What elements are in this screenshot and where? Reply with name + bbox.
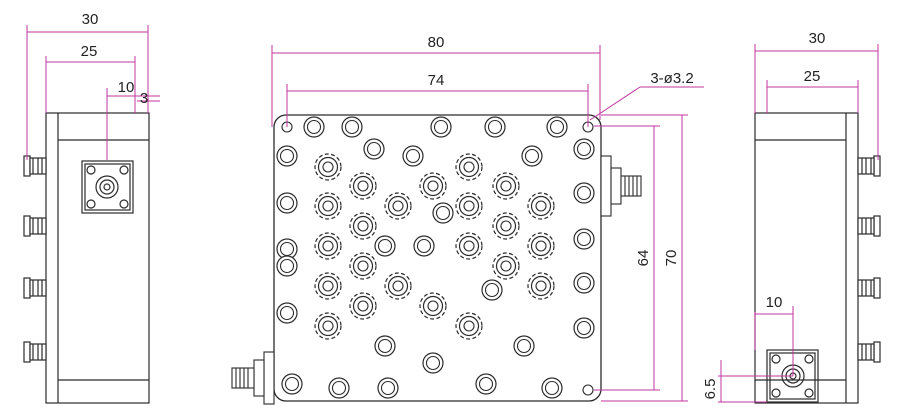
front-dim-width: 80 bbox=[428, 34, 445, 51]
left-side-view bbox=[23, 112, 150, 404]
front-dim-hole-pitch-x: 74 bbox=[428, 72, 445, 89]
left-view-dimensions bbox=[26, 25, 160, 160]
left-view-body bbox=[45, 112, 150, 404]
front-dim-holes: 3-ø3.2 bbox=[650, 70, 693, 87]
input-connector-icon bbox=[600, 155, 642, 217]
output-connector-icon bbox=[231, 351, 275, 405]
front-view-dimensions bbox=[271, 45, 704, 402]
front-dim-height: 70 bbox=[663, 250, 680, 267]
right-view-dimensions bbox=[718, 44, 879, 403]
right-dim-connector: 10 bbox=[766, 294, 783, 311]
front-view bbox=[231, 114, 642, 405]
right-dim-body: 25 bbox=[804, 68, 821, 85]
right-view-body bbox=[754, 112, 859, 404]
right-dim-bottom: 6.5 bbox=[702, 379, 719, 400]
right-side-view bbox=[754, 112, 881, 404]
right-view-side-connectors bbox=[857, 155, 881, 363]
left-dim-overall: 30 bbox=[82, 11, 99, 28]
left-view-side-connectors bbox=[23, 155, 47, 363]
left-dim-connector: 10 bbox=[118, 79, 135, 96]
sma-connector-icon bbox=[81, 160, 134, 214]
front-dim-hole-pitch-y: 64 bbox=[635, 250, 652, 267]
right-dim-overall: 30 bbox=[809, 30, 826, 47]
left-dim-offset: 3 bbox=[140, 90, 148, 107]
left-dim-body: 25 bbox=[81, 43, 98, 60]
